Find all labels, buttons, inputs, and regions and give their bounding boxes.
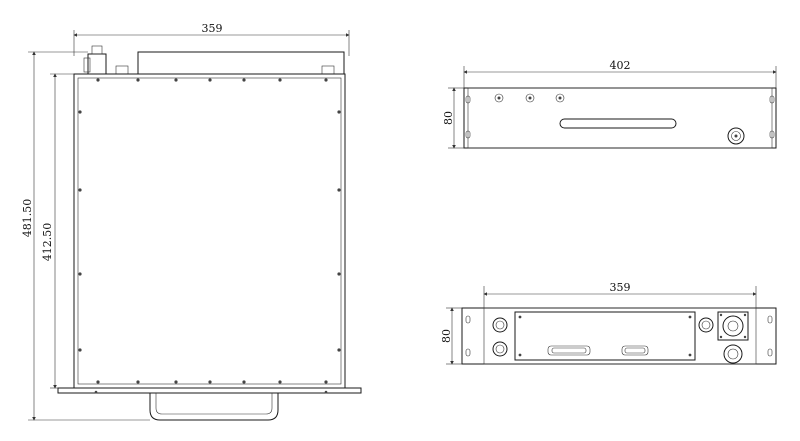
front-view: 402 80	[442, 59, 777, 149]
rear-left-connectors	[492, 317, 508, 357]
dim-rear-width: 359	[610, 281, 631, 294]
front-knobs	[494, 93, 565, 103]
top-view: 359 481.50 412.50	[21, 22, 362, 421]
dim-top-width: 359	[202, 22, 223, 35]
dim-rear-height: 80	[440, 329, 453, 343]
dim-inner-height: 412.50	[41, 223, 54, 262]
dim-front-width: 402	[610, 59, 631, 72]
dim-outer-height: 481.50	[21, 199, 34, 238]
top-view-screws	[78, 78, 341, 394]
dim-front-height: 80	[442, 111, 455, 125]
rear-view: 359 80	[440, 281, 777, 365]
